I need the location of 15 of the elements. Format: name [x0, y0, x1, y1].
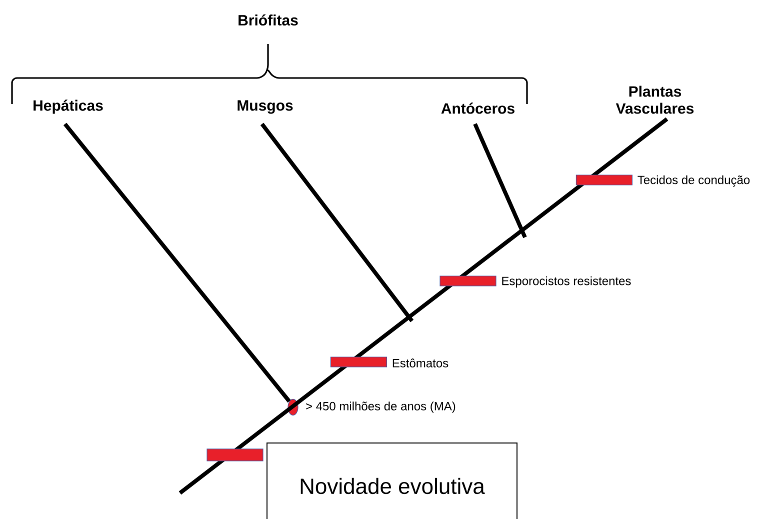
- branch-line: [63, 122, 291, 403]
- group-label: Briófitas: [238, 14, 298, 26]
- branch-line: [178, 117, 668, 495]
- trait-label: Tecidos de condução: [638, 175, 750, 187]
- taxon-label: Plantas Vasculares: [616, 86, 694, 114]
- legend-box: Novidade evolutiva: [266, 442, 518, 519]
- trait-label: Esporocistos resistentes: [502, 276, 631, 288]
- age-label: > 450 milhões de anos (MA): [306, 402, 456, 413]
- trait-label: Estômatos: [392, 358, 448, 368]
- branch-line: [473, 123, 527, 238]
- taxon-label: Musgos: [238, 100, 293, 114]
- taxon-label: Antóceros: [441, 102, 514, 114]
- branch-line: [260, 122, 414, 322]
- taxon-label: Hepáticas: [34, 100, 103, 114]
- age-marker: [288, 398, 298, 416]
